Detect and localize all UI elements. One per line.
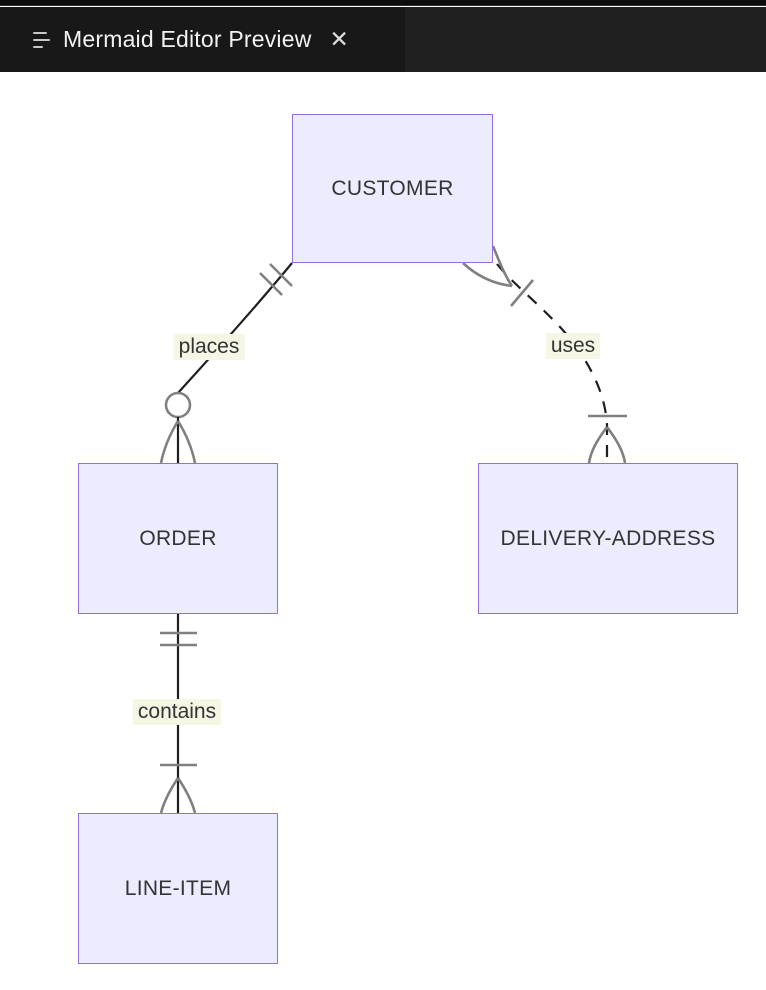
crows-foot-marker xyxy=(587,426,609,464)
crows-foot-marker xyxy=(159,777,180,814)
crows-foot-marker xyxy=(491,245,514,287)
entity-line-item: LINE-ITEM xyxy=(78,813,278,964)
zero-circle-marker xyxy=(164,391,192,419)
relationship-label-places: places xyxy=(173,334,245,360)
entity-delivery-address: DELIVERY-ADDRESS xyxy=(478,463,738,614)
close-icon[interactable]: ✕ xyxy=(329,26,349,52)
tab-mermaid-editor-preview[interactable]: Mermaid Editor Preview ✕ xyxy=(0,7,405,72)
crows-foot-marker xyxy=(159,420,180,464)
crows-foot-marker xyxy=(462,262,513,288)
relationship-label-uses: uses xyxy=(545,333,601,359)
relationship-line-places xyxy=(177,262,293,394)
relationship-label-contains: contains xyxy=(132,699,222,725)
crows-foot-marker xyxy=(605,426,627,464)
one-tick-marker xyxy=(259,272,283,296)
crows-foot-marker xyxy=(176,420,197,464)
entity-order: ORDER xyxy=(78,463,278,614)
menu-icon[interactable] xyxy=(33,31,50,48)
relationship-line-uses xyxy=(496,263,609,463)
tab-bar: Mermaid Editor Preview ✕ xyxy=(0,7,766,72)
entity-customer: CUSTOMER xyxy=(292,114,493,263)
window-top-strip xyxy=(0,0,766,6)
diagram-preview-pane: CUSTOMER ORDER DELIVERY-ADDRESS LINE-ITE… xyxy=(0,72,766,990)
crows-foot-marker xyxy=(176,777,197,814)
tab-title: Mermaid Editor Preview xyxy=(63,26,312,52)
one-tick-marker xyxy=(510,279,534,307)
one-tick-marker xyxy=(269,263,293,287)
